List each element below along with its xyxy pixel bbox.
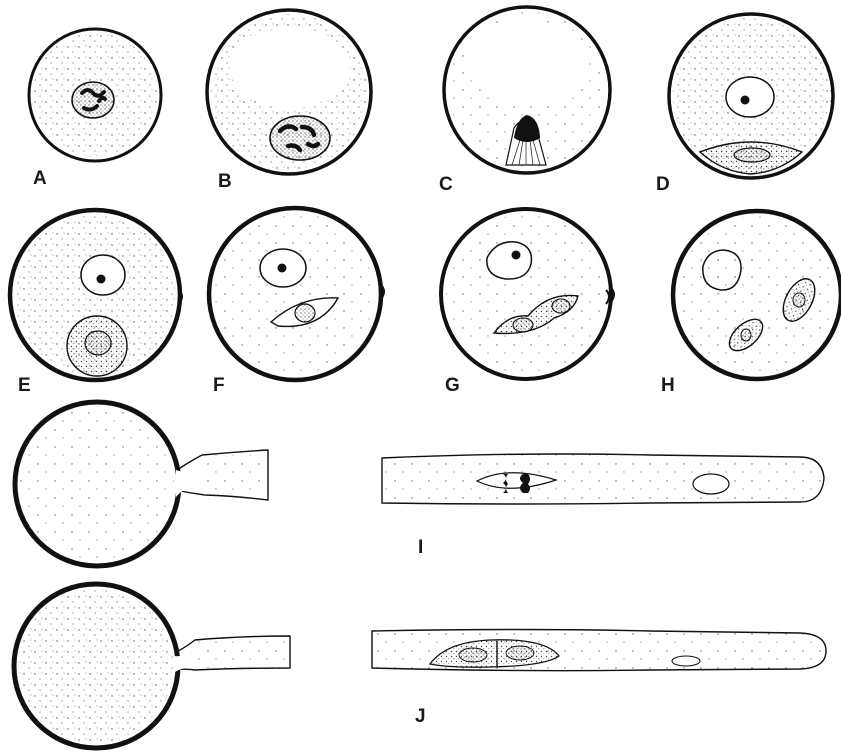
panel-label-b: B [218,171,232,192]
panel-c: C [439,7,610,195]
cytoplasm [214,213,376,375]
panel-d: D [656,14,834,195]
cytoplasm [446,214,606,374]
nucleus [693,474,729,494]
nucleus [726,77,774,117]
daughter-nucleus-1 [459,648,487,662]
panel-i: I [15,402,824,566]
vacuole [465,20,589,104]
germ-tube-neck [175,641,196,672]
nucleus [703,250,741,290]
germ-tube-fill [193,638,289,668]
nucleus [270,116,330,160]
panel-label-f: F [213,375,225,396]
nucleus [672,656,700,666]
daughter-nucleus [85,331,111,355]
panel-g: G [441,209,614,396]
nucleolus [741,96,750,105]
daughter-nucleus-1 [513,318,533,332]
daughter-nucleus [295,304,315,322]
panel-label-i: I [418,537,423,558]
daughter-nucleus-1 [793,293,805,307]
panel-a: A [29,29,161,189]
daughter-nucleus [734,148,770,162]
panel-j: J [14,584,826,748]
daughter-nucleus-2 [741,329,751,341]
panel-b: B [207,10,371,192]
panel-h: H [606,211,841,396]
panel-label-e: E [18,375,31,396]
nucleus [72,82,114,118]
panel-label-d: D [656,174,670,195]
hypha [382,454,824,504]
daughter-nucleus-2 [552,299,570,313]
panel-label-a: A [33,168,47,189]
germ-tube-fill [200,455,266,497]
cytoplasm [19,589,173,743]
cytoplasm [20,407,174,561]
vacuole [230,28,350,108]
panel-label-h: H [661,375,675,396]
daughter-nucleus-2 [506,646,534,660]
panel-e: E [10,210,182,396]
panel-label-c: C [439,174,453,195]
nucleolus [97,275,106,284]
panel-label-g: G [445,375,460,396]
panel-f: F [209,208,384,396]
nucleolus [512,251,521,260]
panel-label-j: J [415,706,426,727]
nucleolus [278,264,287,273]
